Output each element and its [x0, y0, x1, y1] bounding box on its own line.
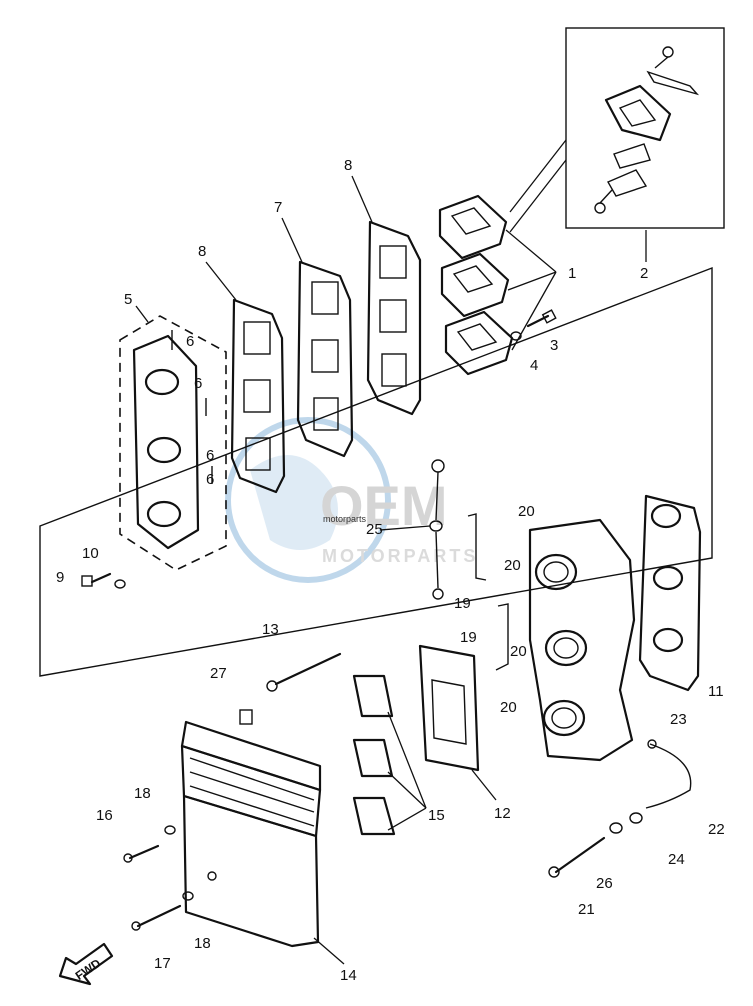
callout-label: 6	[186, 333, 194, 350]
gasket-8-right	[366, 220, 422, 416]
nut-26	[609, 822, 623, 834]
screw-17	[131, 904, 182, 931]
gasket-11	[638, 494, 702, 692]
callout-label: 5	[124, 291, 132, 308]
seals-15	[352, 674, 396, 836]
rod-19-upper	[467, 513, 487, 581]
gasket-8-left	[230, 298, 286, 494]
callout-label: 19	[454, 595, 471, 612]
washer-10	[114, 579, 126, 589]
screw-16	[123, 844, 160, 863]
washer-18-upper	[164, 825, 176, 835]
callout-label: 20	[500, 699, 517, 716]
callout-label: 20	[510, 643, 527, 660]
watermark-sub: MOTORPARTS	[322, 546, 478, 566]
fwd-label: FWD	[73, 956, 104, 983]
callout-label: 3	[550, 337, 558, 354]
callout-label: 15	[428, 807, 445, 824]
callout-label: 6	[206, 471, 214, 488]
callout-label: 20	[504, 557, 521, 574]
washer-24	[629, 812, 643, 824]
clip-27	[239, 709, 253, 725]
watermark-logo: OEM	[320, 474, 448, 537]
callout-label: 1	[568, 265, 576, 282]
valve-block-outline	[119, 315, 227, 571]
callout-label: 23	[670, 711, 687, 728]
callout-label: 21	[578, 901, 595, 918]
fwd-arrow-icon: FWD	[58, 942, 114, 986]
clip-23	[647, 739, 657, 749]
valve-block-5	[132, 334, 200, 550]
watermark-globe-icon	[225, 417, 391, 583]
reed-valve-exploded	[594, 46, 700, 214]
hose-22	[645, 743, 692, 809]
callout-label: 18	[194, 935, 211, 952]
callout-label: 8	[198, 243, 206, 260]
callout-label: 10	[82, 545, 99, 562]
callout-label: 18	[134, 785, 151, 802]
callout-label: 2	[640, 265, 648, 282]
callout-label: 17	[154, 955, 171, 972]
callout-label: 14	[340, 967, 357, 984]
bolt-13	[266, 652, 342, 692]
callout-label: 4	[530, 357, 538, 374]
washer-18-lower	[182, 891, 194, 901]
callout-label: 7	[274, 199, 282, 216]
callout-label: 25	[366, 521, 383, 538]
callout-label: 13	[262, 621, 279, 638]
callout-label: 24	[668, 851, 685, 868]
callout-label: 8	[344, 157, 352, 174]
washer-4	[510, 331, 522, 341]
callout-label: 11	[708, 683, 724, 700]
gasket-7	[296, 260, 354, 458]
gasket-12	[418, 644, 480, 772]
watermark: OEM MOTORPARTS	[225, 417, 478, 583]
callout-label: 27	[210, 665, 227, 682]
screw-3	[526, 309, 557, 328]
bolt-9	[81, 572, 112, 587]
callout-label: 16	[96, 807, 113, 824]
watermark-small: motorparts	[323, 514, 367, 524]
callout-label: 26	[596, 875, 613, 892]
callout-label: 20	[518, 503, 535, 520]
callout-label: 22	[708, 821, 725, 838]
callout-label: 9	[56, 569, 64, 586]
carburetor-bank	[528, 518, 636, 762]
reed-valve-assembly	[438, 194, 514, 376]
rod-19-lower	[495, 603, 509, 671]
inset-box	[565, 27, 725, 229]
callout-labels: 1 2 3 4 5 6 6 6 6 7 8 8 9 10 11 12 13 14…	[56, 157, 725, 984]
silencer-14	[180, 720, 322, 948]
callout-label: 12	[494, 805, 511, 822]
bolt-21	[548, 836, 606, 878]
callout-label: 6	[206, 447, 214, 464]
callout-label: 6	[194, 375, 202, 392]
callout-label: 19	[460, 629, 477, 646]
